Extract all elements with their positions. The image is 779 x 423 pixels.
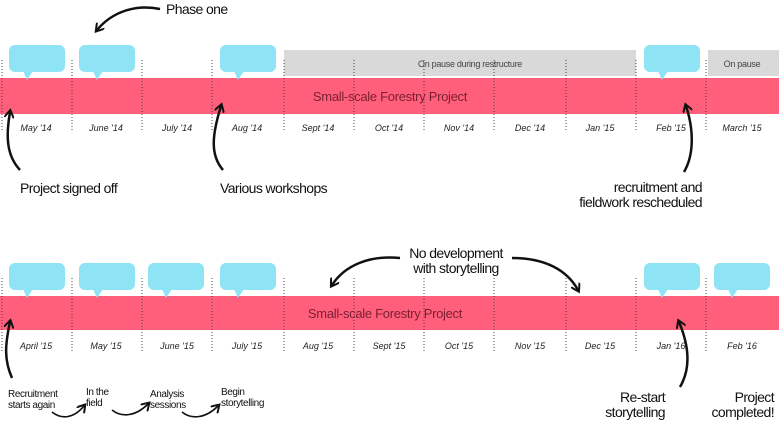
reschedule-arrow xyxy=(684,106,694,173)
no-dev-right-arrow xyxy=(511,256,578,290)
month-label: Nov '15 xyxy=(515,341,546,351)
month-dividers-top xyxy=(1,60,707,132)
restart-caption-line2: storytelling xyxy=(605,404,665,420)
month-label: April '15 xyxy=(19,341,53,351)
callout-bubble xyxy=(714,263,770,298)
month-label: June '14 xyxy=(88,123,123,133)
field-caption-line1: In the xyxy=(86,387,109,398)
completed-caption-line2: completed! xyxy=(712,404,774,420)
begin-caption-line1: Begin xyxy=(221,387,245,398)
reschedule-caption-line1: recruitment and xyxy=(614,179,702,195)
pause-short-label: On pause xyxy=(724,59,761,69)
month-label: Aug '14 xyxy=(231,123,262,133)
month-label: May '15 xyxy=(90,341,122,351)
phase-one-label: Phase one xyxy=(166,1,228,17)
flow-arrow xyxy=(51,406,84,418)
timeline-top: On pause during restructure On pause Sma… xyxy=(0,1,779,210)
callout-bubble xyxy=(220,45,276,80)
restart-arrow xyxy=(679,322,689,388)
month-label: Nov '14 xyxy=(444,123,474,133)
callout-bubble xyxy=(220,263,276,298)
project-bar-bottom xyxy=(0,296,779,330)
month-label: June '15 xyxy=(159,341,195,351)
no-dev-left-arrow xyxy=(332,256,401,285)
reschedule-caption-line2: fieldwork rescheduled xyxy=(579,194,702,210)
pause-restructure-label: On pause during restructure xyxy=(418,59,522,69)
timeline-bottom: Small-scale Forestry Project April '15 M… xyxy=(0,245,779,420)
signed-off-arrow xyxy=(8,112,21,171)
callouts-bottom xyxy=(9,263,770,298)
project-bar-bottom-label: Small-scale Forestry Project xyxy=(308,306,463,321)
callout-bubble xyxy=(644,263,700,298)
callout-bubble xyxy=(79,263,135,298)
month-label: Jan '16 xyxy=(656,341,686,351)
recruit-arrow xyxy=(6,322,12,379)
recruit-caption-line2: starts again xyxy=(8,400,55,411)
month-label: July '14 xyxy=(161,123,192,133)
month-label: Aug '15 xyxy=(302,341,334,351)
month-label: Sept '14 xyxy=(302,123,335,133)
month-label: Jan '15 xyxy=(585,123,616,133)
project-bar-top-label: Small-scale Forestry Project xyxy=(313,89,468,104)
begin-caption-line2: storytelling xyxy=(221,398,264,409)
month-label: Oct '14 xyxy=(375,123,403,133)
pause-band-restructure xyxy=(284,50,636,76)
workshops-caption: Various workshops xyxy=(220,180,328,196)
month-label: Dec '15 xyxy=(585,341,616,351)
month-label: May '14 xyxy=(20,123,51,133)
callouts-top xyxy=(9,45,700,80)
recruit-caption-line1: Recruitment xyxy=(8,389,58,400)
pause-band-short xyxy=(708,50,779,76)
month-label: Sept '15 xyxy=(373,341,407,351)
month-label: Dec '14 xyxy=(515,123,545,133)
workshops-arrow xyxy=(212,106,223,171)
month-label: March '15 xyxy=(722,123,762,133)
analysis-caption-line1: Analysis xyxy=(150,389,184,400)
month-label: Feb '16 xyxy=(727,341,757,351)
month-label: Feb '15 xyxy=(656,123,687,133)
callout-bubble xyxy=(644,45,700,80)
field-caption-line2: field xyxy=(86,398,102,409)
callout-bubble xyxy=(9,45,65,80)
phase-arrow xyxy=(97,6,161,30)
callout-bubble xyxy=(148,263,204,298)
no-development-line2: with storytelling xyxy=(412,260,499,276)
flow-arrow xyxy=(111,404,148,416)
signed-off-caption: Project signed off xyxy=(20,180,118,196)
no-development-line1: No development xyxy=(409,245,503,261)
callout-bubble xyxy=(9,263,65,298)
completed-caption-line1: Project xyxy=(735,389,775,405)
month-label: Oct '15 xyxy=(445,341,474,351)
project-bar-top xyxy=(0,78,779,114)
month-dividers-bottom xyxy=(1,278,707,352)
restart-caption-line1: Re-start xyxy=(620,389,666,405)
callout-bubble xyxy=(79,45,135,80)
flow-arrow xyxy=(181,406,218,418)
month-label: July '15 xyxy=(231,341,263,351)
analysis-caption-line2: sessions xyxy=(150,400,186,411)
